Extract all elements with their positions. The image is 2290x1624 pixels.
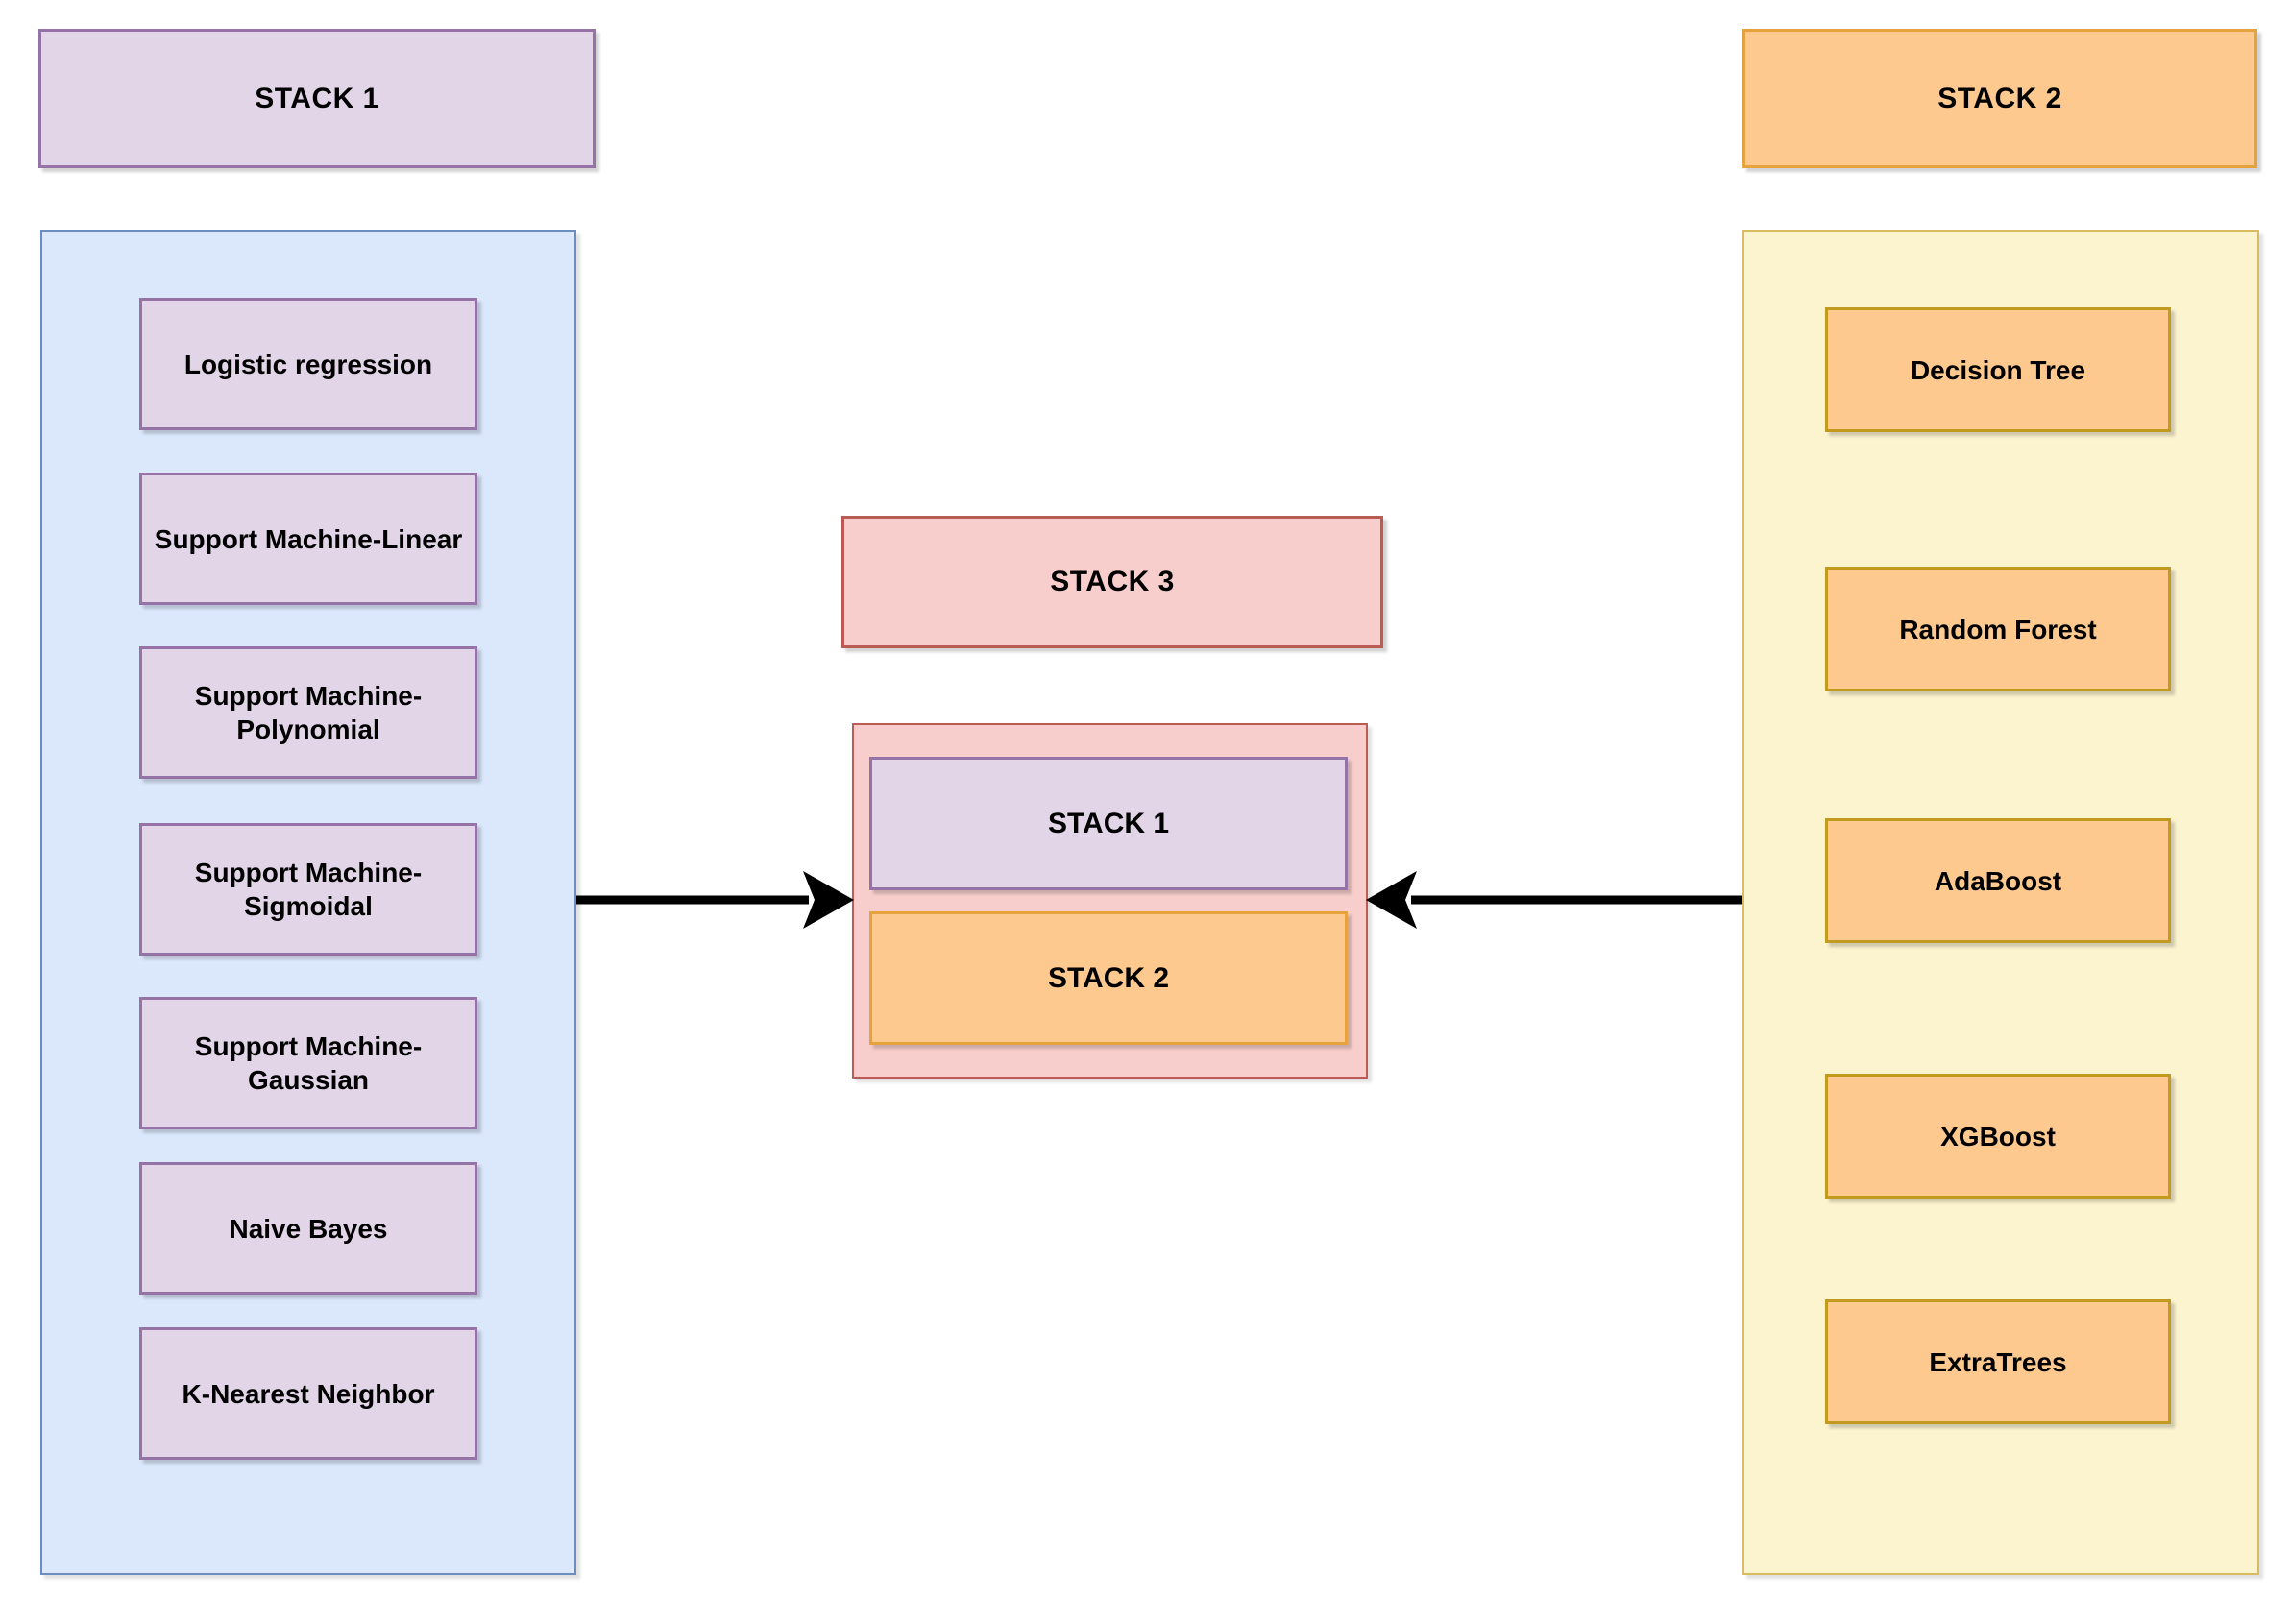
arrow-stack2-to-stack3 <box>1366 871 1742 929</box>
stack3-header: STACK 3 <box>841 516 1383 648</box>
arrow-stack1-to-stack3 <box>576 871 854 929</box>
stack3-member-stack1: STACK 1 <box>869 757 1348 890</box>
model-adaboost: AdaBoost <box>1825 818 2171 943</box>
model-xgboost: XGBoost <box>1825 1074 2171 1199</box>
stack3-member-stack2: STACK 2 <box>869 911 1348 1045</box>
model-decision-tree: Decision Tree <box>1825 307 2171 432</box>
model-support-machine-gaussian: Support Machine-Gaussian <box>139 997 477 1129</box>
model-random-forest: Random Forest <box>1825 567 2171 691</box>
model-logistic-regression: Logistic regression <box>139 298 477 430</box>
model-support-machine-polynomial: Support Machine-Polynomial <box>139 646 477 779</box>
model-support-machine-linear: Support Machine-Linear <box>139 473 477 605</box>
model-extratrees: ExtraTrees <box>1825 1299 2171 1424</box>
stack2-header: STACK 2 <box>1742 29 2257 168</box>
model-support-machine-sigmoidal: Support Machine-Sigmoidal <box>139 823 477 956</box>
model-naive-bayes: Naive Bayes <box>139 1162 477 1295</box>
model-k-nearest-neighbor: K-Nearest Neighbor <box>139 1327 477 1460</box>
stack1-header: STACK 1 <box>38 29 596 168</box>
